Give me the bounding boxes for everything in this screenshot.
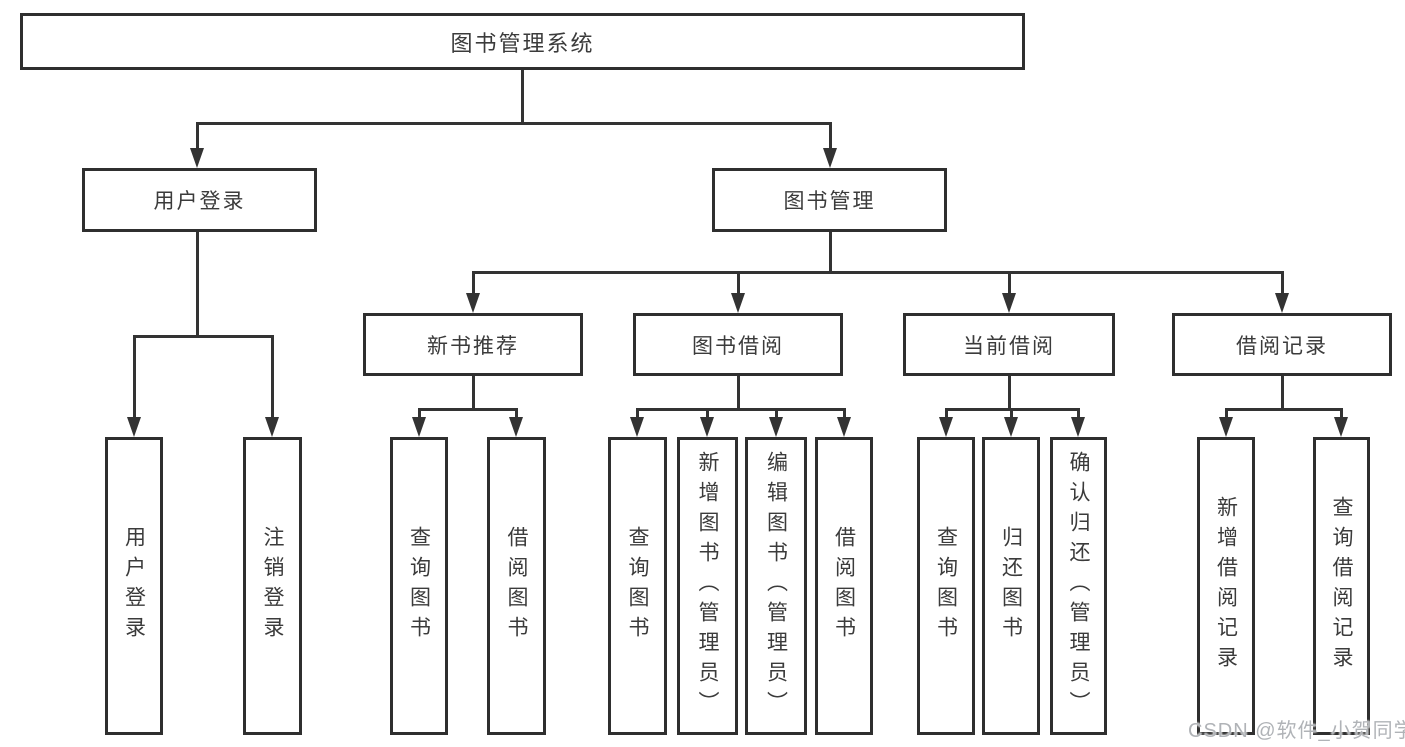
connector-line: [472, 271, 475, 297]
watermark: CSDN @软件_小贺同学: [1188, 720, 1405, 742]
node-user-login: 用户登录: [82, 168, 317, 232]
connector-line: [775, 408, 778, 423]
node-label: 查询图书: [626, 526, 650, 646]
connector-line: [1010, 408, 1013, 423]
connector-line: [1077, 408, 1080, 423]
node-label: 借阅图书: [832, 526, 856, 646]
node-library-system: 图书管理系统: [20, 13, 1025, 70]
node-label: 查询图书: [407, 526, 431, 646]
arrowhead-down: [127, 417, 141, 437]
node-records-add-record: 新增借阅记录: [1197, 437, 1255, 735]
node-current-return-books: 归还图书: [982, 437, 1040, 735]
connector-line: [1008, 376, 1011, 411]
node-label: 查询图书: [934, 526, 958, 646]
arrowhead-down: [1275, 293, 1289, 313]
node-current-query-books: 查询图书: [917, 437, 975, 735]
connector-line: [1340, 408, 1343, 423]
connector-line: [1225, 408, 1228, 423]
node-label: 当前借阅: [963, 334, 1055, 358]
arrowhead-down: [837, 417, 851, 437]
node-label: 借阅记录: [1236, 334, 1328, 358]
connector-line: [196, 122, 832, 125]
connector-line: [706, 408, 709, 423]
node-label: 新增图书（管理员）: [696, 451, 720, 721]
arrowhead-down: [630, 417, 644, 437]
node-login: 用户登录: [105, 437, 163, 735]
connector-line: [945, 408, 948, 423]
arrowhead-down: [509, 417, 523, 437]
node-book-management: 图书管理: [712, 168, 947, 232]
connector-line: [472, 376, 475, 411]
node-label: 图书借阅: [692, 334, 784, 358]
connector-line: [521, 70, 524, 122]
connector-line: [843, 408, 846, 423]
node-label: 确认归还（管理员）: [1067, 451, 1091, 721]
connector-line: [418, 408, 421, 423]
connector-line: [1008, 271, 1011, 297]
node-label: 图书管理: [783, 190, 876, 213]
connector-line: [472, 271, 1284, 274]
arrowhead-down: [412, 417, 426, 437]
arrowhead-down: [1071, 417, 1085, 437]
arrowhead-down: [1002, 293, 1016, 313]
node-new-book-recommend: 新书推荐: [363, 313, 583, 376]
connector-line: [636, 408, 846, 411]
node-book-borrowing: 图书借阅: [633, 313, 843, 376]
node-borrowing-borrow-books: 借阅图书: [815, 437, 873, 735]
connector-line: [737, 271, 740, 297]
connector-line: [1281, 376, 1284, 411]
node-borrowing-add-books-admin: 新增图书（管理员）: [677, 437, 738, 735]
arrowhead-down: [190, 148, 204, 168]
node-logout: 注销登录: [243, 437, 302, 735]
node-label: 注销登录: [261, 526, 285, 646]
node-current-borrowing: 当前借阅: [903, 313, 1115, 376]
node-label: 归还图书: [999, 526, 1023, 646]
arrowhead-down: [823, 148, 837, 168]
arrowhead-down: [1004, 417, 1018, 437]
arrowhead-down: [700, 417, 714, 437]
node-label: 图书管理系统: [450, 30, 595, 56]
node-label: 新书推荐: [427, 334, 519, 358]
connector-line: [196, 232, 199, 335]
connector-line: [271, 335, 274, 421]
connector-line: [737, 376, 740, 411]
arrowhead-down: [769, 417, 783, 437]
connector-line: [133, 335, 136, 421]
connector-line: [1225, 408, 1343, 411]
node-label: 新增借阅记录: [1214, 496, 1238, 676]
connector-line: [1281, 271, 1284, 297]
node-records-query-record: 查询借阅记录: [1313, 437, 1370, 735]
node-current-confirm-return-admin: 确认归还（管理员）: [1050, 437, 1107, 735]
node-borrowing-records: 借阅记录: [1172, 313, 1392, 376]
arrowhead-down: [1334, 417, 1348, 437]
connector-line: [636, 408, 639, 423]
connector-line: [196, 122, 199, 154]
arrowhead-down: [731, 293, 745, 313]
connector-line: [418, 408, 518, 411]
node-newbooks-query-books: 查询图书: [390, 437, 448, 735]
node-label: 查询借阅记录: [1330, 496, 1354, 676]
connector-line: [829, 122, 832, 154]
connector-line: [829, 232, 832, 274]
node-borrowing-edit-books-admin: 编辑图书（管理员）: [745, 437, 807, 735]
node-label: 用户登录: [153, 190, 246, 213]
arrowhead-down: [1219, 417, 1233, 437]
connector-line: [133, 335, 274, 338]
node-borrowing-query-books: 查询图书: [608, 437, 667, 735]
node-label: 编辑图书（管理员）: [764, 451, 788, 721]
arrowhead-down: [939, 417, 953, 437]
node-label: 用户登录: [122, 526, 146, 646]
node-label: 借阅图书: [505, 526, 529, 646]
connector-line: [515, 408, 518, 423]
arrowhead-down: [466, 293, 480, 313]
arrowhead-down: [265, 417, 279, 437]
node-newbooks-borrow-books: 借阅图书: [487, 437, 546, 735]
